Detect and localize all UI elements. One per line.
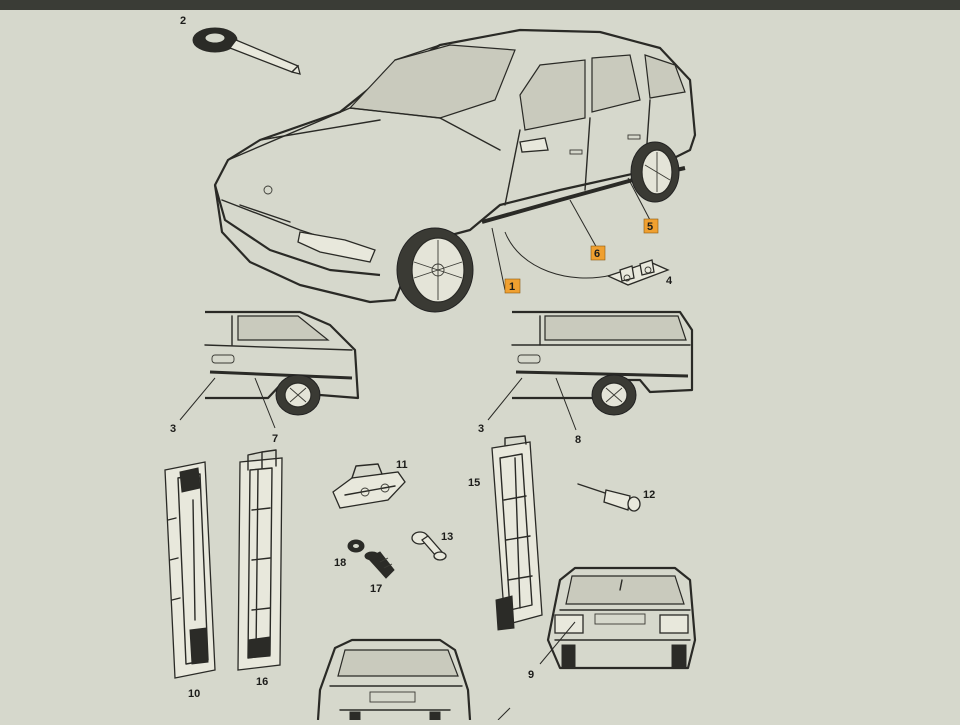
label-17: 17 <box>370 583 382 595</box>
label-18: 18 <box>334 557 346 569</box>
label-16: 16 <box>256 676 268 688</box>
part-11-clip <box>332 463 406 509</box>
label-1: 1 <box>509 281 515 293</box>
label-10: 10 <box>188 688 200 700</box>
part-15-bracket <box>491 435 543 631</box>
highlight-6 <box>590 245 606 261</box>
part-13-bolt <box>411 531 447 561</box>
label-13: 13 <box>441 531 453 543</box>
estate-rear-view-bottom <box>316 638 472 721</box>
part-18-washer <box>347 539 365 553</box>
label-2: 2 <box>180 15 186 27</box>
label-3-left: 3 <box>170 423 176 435</box>
label-15: 15 <box>468 477 480 489</box>
label-12: 12 <box>643 489 655 501</box>
label-11: 11 <box>396 459 408 471</box>
main-car-illustration <box>213 28 697 313</box>
screen-top-border <box>0 0 960 10</box>
rear-quarter-left <box>204 310 360 416</box>
rear-quarter-right <box>511 310 694 416</box>
part-4-clip <box>606 259 670 286</box>
label-8: 8 <box>575 434 581 446</box>
part-16-bracket <box>237 449 283 671</box>
label-6: 6 <box>594 248 600 260</box>
label-3-right: 3 <box>478 423 484 435</box>
part-17-screw <box>364 551 395 579</box>
highlight-5 <box>643 218 659 234</box>
part-12-pin <box>577 483 641 512</box>
part-10-bracket <box>164 461 216 679</box>
label-7: 7 <box>272 433 278 445</box>
label-9: 9 <box>528 669 534 681</box>
label-5: 5 <box>647 221 653 233</box>
highlight-1 <box>504 278 521 294</box>
part-9-tailgate-view <box>546 566 697 670</box>
part-2-tape-roll <box>192 27 301 75</box>
label-4: 4 <box>666 275 673 287</box>
